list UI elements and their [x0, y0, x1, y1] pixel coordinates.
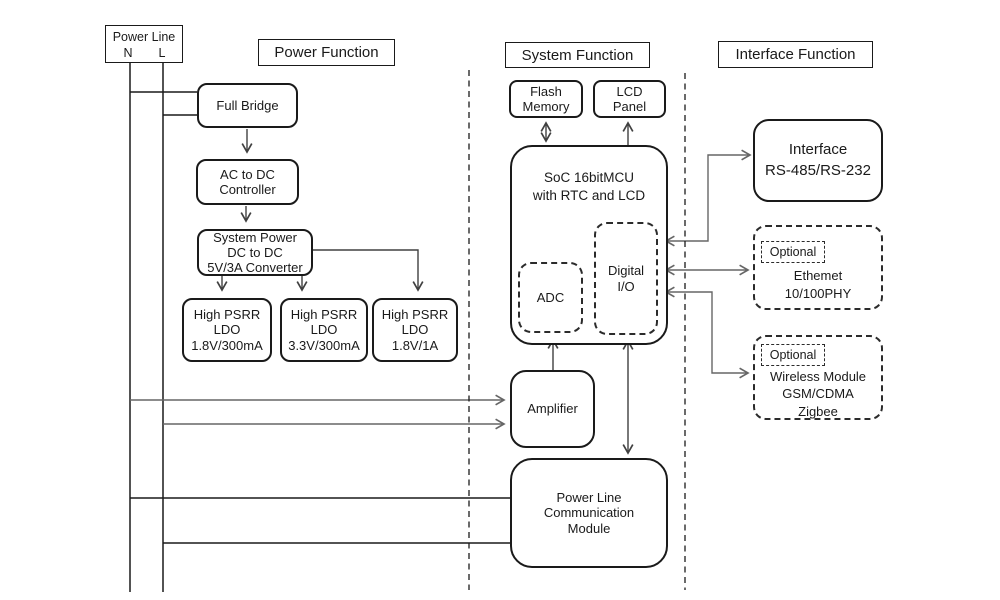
adc-block: ADC	[518, 262, 583, 333]
ldo-1v8-300ma-block: High PSRR LDO 1.8V/300mA	[182, 298, 272, 362]
line-label: L	[158, 46, 166, 60]
optional-label: Optional	[769, 347, 817, 362]
optional-label: Optional	[769, 244, 817, 259]
block-label: with RTC and LCD	[532, 187, 646, 203]
block-label: 1.8V/1A	[391, 337, 439, 353]
block-label: Amplifier	[527, 401, 578, 417]
block-label: LDO	[213, 322, 241, 338]
section-title-label: Interface Function	[735, 46, 856, 63]
block-label: Zigbee	[798, 403, 838, 419]
block-label: Full Bridge	[216, 97, 279, 113]
soc-mcu-block: SoC 16bitMCU with RTC and LCD	[510, 145, 668, 345]
amplifier-block: Amplifier	[510, 370, 595, 448]
arrow-dio-wireless	[664, 286, 750, 379]
block-label: SoC 16bitMCU	[543, 170, 635, 185]
full-bridge-block: Full Bridge	[197, 83, 298, 128]
block-label: Wireless Module	[769, 369, 867, 384]
neutral-label: N	[123, 46, 133, 60]
digital-io-block: Digital I/O	[594, 222, 658, 335]
block-label: Digital	[607, 262, 645, 278]
block-label: System Power	[213, 229, 297, 245]
block-label: ADC	[536, 289, 565, 305]
wireless-module-block: Optional Wireless Module GSM/CDMA Zigbee	[753, 335, 883, 420]
block-label: 10/100PHY	[784, 286, 852, 302]
block-label: High PSRR	[381, 307, 449, 322]
system-power-converter-block: System Power DC to DC 5V/3A Converter	[197, 229, 313, 276]
power-line-label: Power Line	[112, 30, 176, 44]
section-title-label: System Function	[521, 46, 634, 64]
ldo-3v3-300ma-block: High PSRR LDO 3.3V/300mA	[280, 298, 368, 362]
block-label: Interface	[788, 141, 848, 159]
optional-tag: Optional	[761, 344, 825, 366]
block-label: RS-485/RS-232	[765, 161, 871, 179]
plc-module-block: Power Line Communication Module	[510, 458, 668, 568]
block-label: 5V/3A Converter	[207, 260, 303, 276]
block-label: I/O	[617, 278, 635, 294]
power-line-source: Power Line N L	[105, 25, 183, 63]
block-label: Memory	[522, 99, 570, 114]
section-title-interface: Interface Function	[718, 41, 873, 68]
block-label: GSM/CDMA	[782, 386, 854, 402]
block-label: Panel	[612, 99, 647, 114]
section-title-label: Power Function	[274, 44, 379, 61]
optional-tag: Optional	[761, 241, 825, 263]
flash-memory-block: Flash Memory	[509, 80, 583, 118]
block-label: DC to DC	[227, 244, 283, 260]
block-label: 1.8V/300mA	[191, 337, 263, 353]
ldo-1v8-1a-block: High PSRR LDO 1.8V/1A	[372, 298, 458, 362]
section-title-power: Power Function	[258, 39, 395, 66]
block-label: AC to DC	[220, 166, 275, 182]
soc-label: SoC 16bitMCU with RTC and LCD	[512, 169, 666, 204]
section-title-system: System Function	[505, 42, 650, 68]
block-label: LDO	[310, 322, 338, 338]
block-label: 3.3V/300mA	[288, 337, 360, 353]
block-label: High PSRR	[290, 307, 358, 322]
wireless-label: Wireless Module GSM/CDMA Zigbee	[755, 368, 881, 420]
block-label: Power Line	[556, 490, 622, 505]
ac-dc-controller-block: AC to DC Controller	[196, 159, 299, 205]
block-label: LCD	[616, 83, 643, 99]
ethernet-block: Optional Ethemet 10/100PHY	[753, 225, 883, 310]
block-label: Ethemet	[793, 268, 843, 283]
ethernet-label: Ethemet 10/100PHY	[755, 267, 881, 303]
block-label: Module	[567, 520, 611, 536]
block-label: Communication	[543, 505, 635, 521]
block-label: Controller	[219, 182, 276, 197]
lcd-panel-block: LCD Panel	[593, 80, 666, 118]
block-label: High PSRR	[193, 307, 261, 322]
arrow-syspower-ldo3	[313, 249, 424, 292]
block-label: LDO	[401, 322, 429, 338]
arrow-dio-rs485	[664, 149, 752, 247]
block-label: Flash	[530, 83, 562, 99]
rs485-rs232-block: Interface RS-485/RS-232	[753, 119, 883, 202]
